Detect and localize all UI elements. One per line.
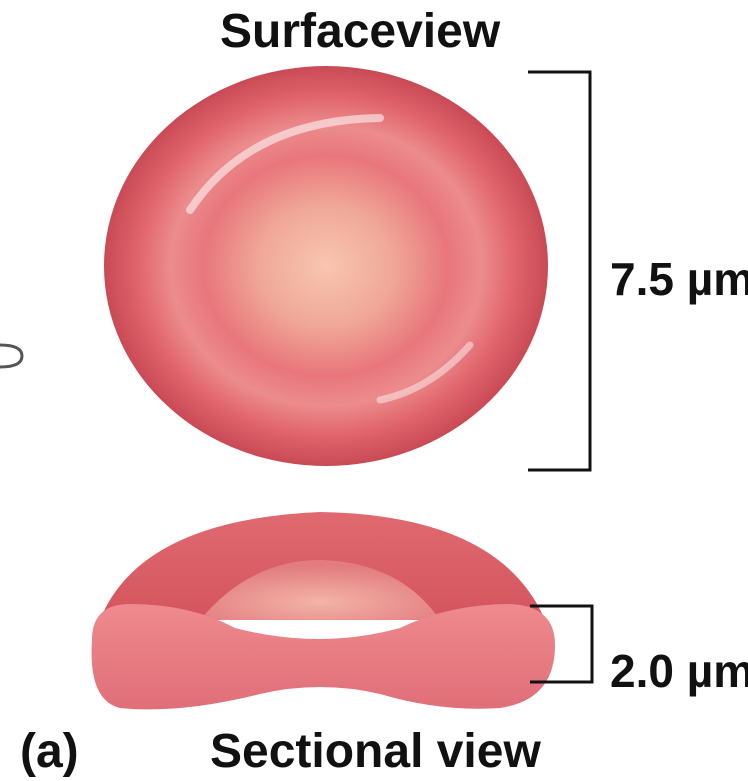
surface-dimension-label: 7.5 µm — [610, 252, 748, 306]
surface-view-cell — [104, 66, 548, 466]
sectional-view-cell — [92, 512, 555, 709]
section-dimension-label: 2.0 µm — [610, 644, 748, 698]
panel-label: (a) — [20, 724, 79, 779]
edge-glyph — [0, 345, 22, 367]
surface-view-title: Surfaceview — [220, 4, 500, 59]
sectional-view-title: Sectional view — [210, 724, 541, 779]
